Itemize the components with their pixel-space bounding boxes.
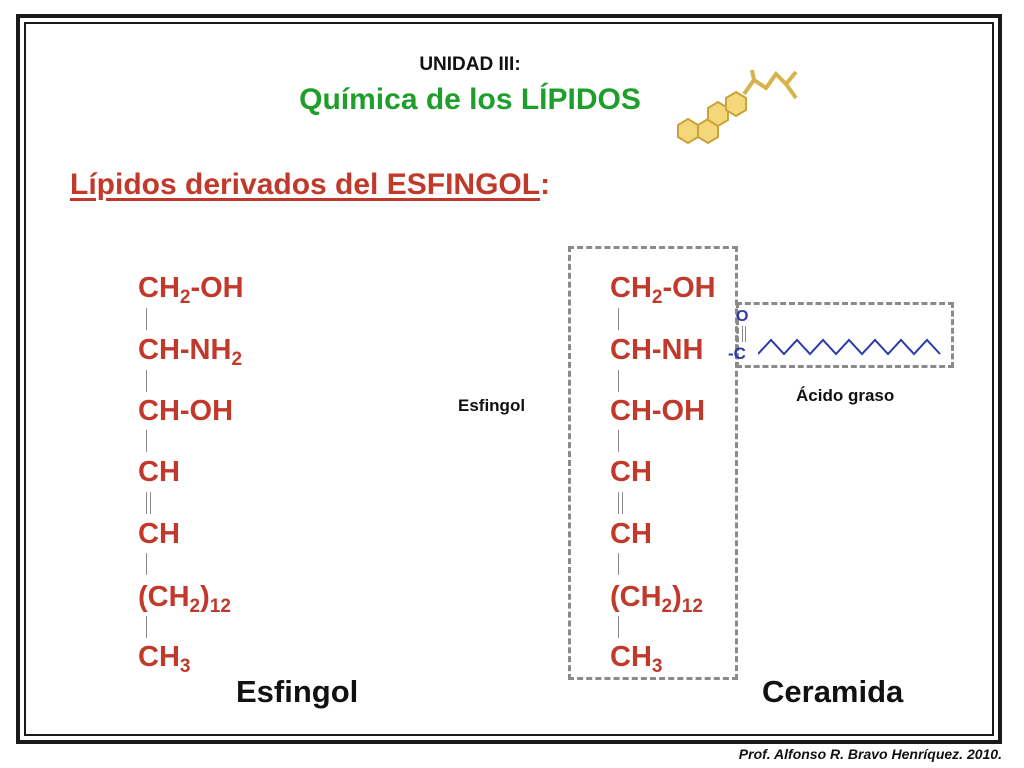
formula-text: CH-NH <box>138 334 232 366</box>
unit-label: UNIDAD III: <box>419 54 521 75</box>
formula-subscript: 3 <box>651 656 663 677</box>
formula-line: CH-NH <box>610 334 704 366</box>
formula-subscript: 2 <box>231 349 243 370</box>
single-bond <box>146 430 147 452</box>
esfingol-caption: Esfingol <box>236 674 359 709</box>
formula-subscript: 3 <box>179 656 191 677</box>
steroid-molecule-icon <box>677 70 798 145</box>
author-credit: Prof. Alfonso R. Bravo Henríquez. 2010. <box>738 746 1002 762</box>
formula-line: CH3 <box>610 641 662 677</box>
formula-subscript: 12 <box>681 596 703 617</box>
single-bond <box>618 553 619 575</box>
formula-text: CH <box>610 272 652 304</box>
formula-line: CH2-OH <box>138 272 244 308</box>
formula-subscript: 2 <box>189 596 201 617</box>
esfingol-box-label: Esfingol <box>458 396 526 415</box>
formula-line: CH-OH <box>138 395 234 427</box>
carbonyl-double-bond <box>742 326 746 342</box>
formula-text: ) <box>200 581 210 613</box>
formula-line: CH2-OH <box>610 272 716 308</box>
formula-text: -OH <box>662 272 716 304</box>
section-subtitle: Lípidos derivados del ESFINGOL: <box>70 168 550 202</box>
formula-subscript: 2 <box>661 596 673 617</box>
single-bond <box>618 308 619 330</box>
double-bond <box>146 492 151 514</box>
single-bond <box>618 370 619 392</box>
single-bond <box>618 616 619 638</box>
acyl-carbon: -C <box>728 344 746 363</box>
formula-line: CH <box>138 456 180 488</box>
single-bond <box>146 370 147 392</box>
double-bond <box>618 492 623 514</box>
single-bond <box>618 430 619 452</box>
fatty-acid-chain <box>758 338 941 356</box>
page-title: Química de los LÍPIDOS <box>299 83 641 116</box>
formula-subscript: 2 <box>651 287 663 308</box>
formula-line: CH <box>138 518 180 550</box>
formula-line: CH-NH2 <box>138 334 242 370</box>
formula-text: CH <box>138 272 180 304</box>
formula-subscript: 2 <box>179 287 191 308</box>
outer-frame <box>16 14 1002 744</box>
formula-line: CH3 <box>138 641 190 677</box>
formula-text: ) <box>672 581 682 613</box>
formula-line: (CH2)12 <box>138 581 231 617</box>
formula-text: CH <box>610 641 652 673</box>
ceramida-caption: Ceramida <box>762 674 904 709</box>
acyl-oxygen: O <box>736 308 749 325</box>
fatty-acid-label: Ácido graso <box>796 386 895 405</box>
subtitle-text: Lípidos derivados del ESFINGOL <box>70 168 541 201</box>
fatty-acid-dashed-box <box>736 302 954 368</box>
formula-subscript: 12 <box>209 596 231 617</box>
single-bond <box>146 308 147 330</box>
formula-text: (CH <box>610 581 662 613</box>
subtitle-colon: : <box>540 168 551 201</box>
formula-text: (CH <box>138 581 190 613</box>
formula-line: CH-OH <box>610 395 706 427</box>
formula-text: CH <box>138 641 180 673</box>
formula-text: -OH <box>190 272 244 304</box>
formula-line: CH <box>610 456 652 488</box>
single-bond <box>146 553 147 575</box>
single-bond <box>146 616 147 638</box>
esfingol-dashed-box <box>568 246 738 680</box>
formula-line: (CH2)12 <box>610 581 703 617</box>
formula-line: CH <box>610 518 652 550</box>
inner-frame <box>24 22 994 736</box>
